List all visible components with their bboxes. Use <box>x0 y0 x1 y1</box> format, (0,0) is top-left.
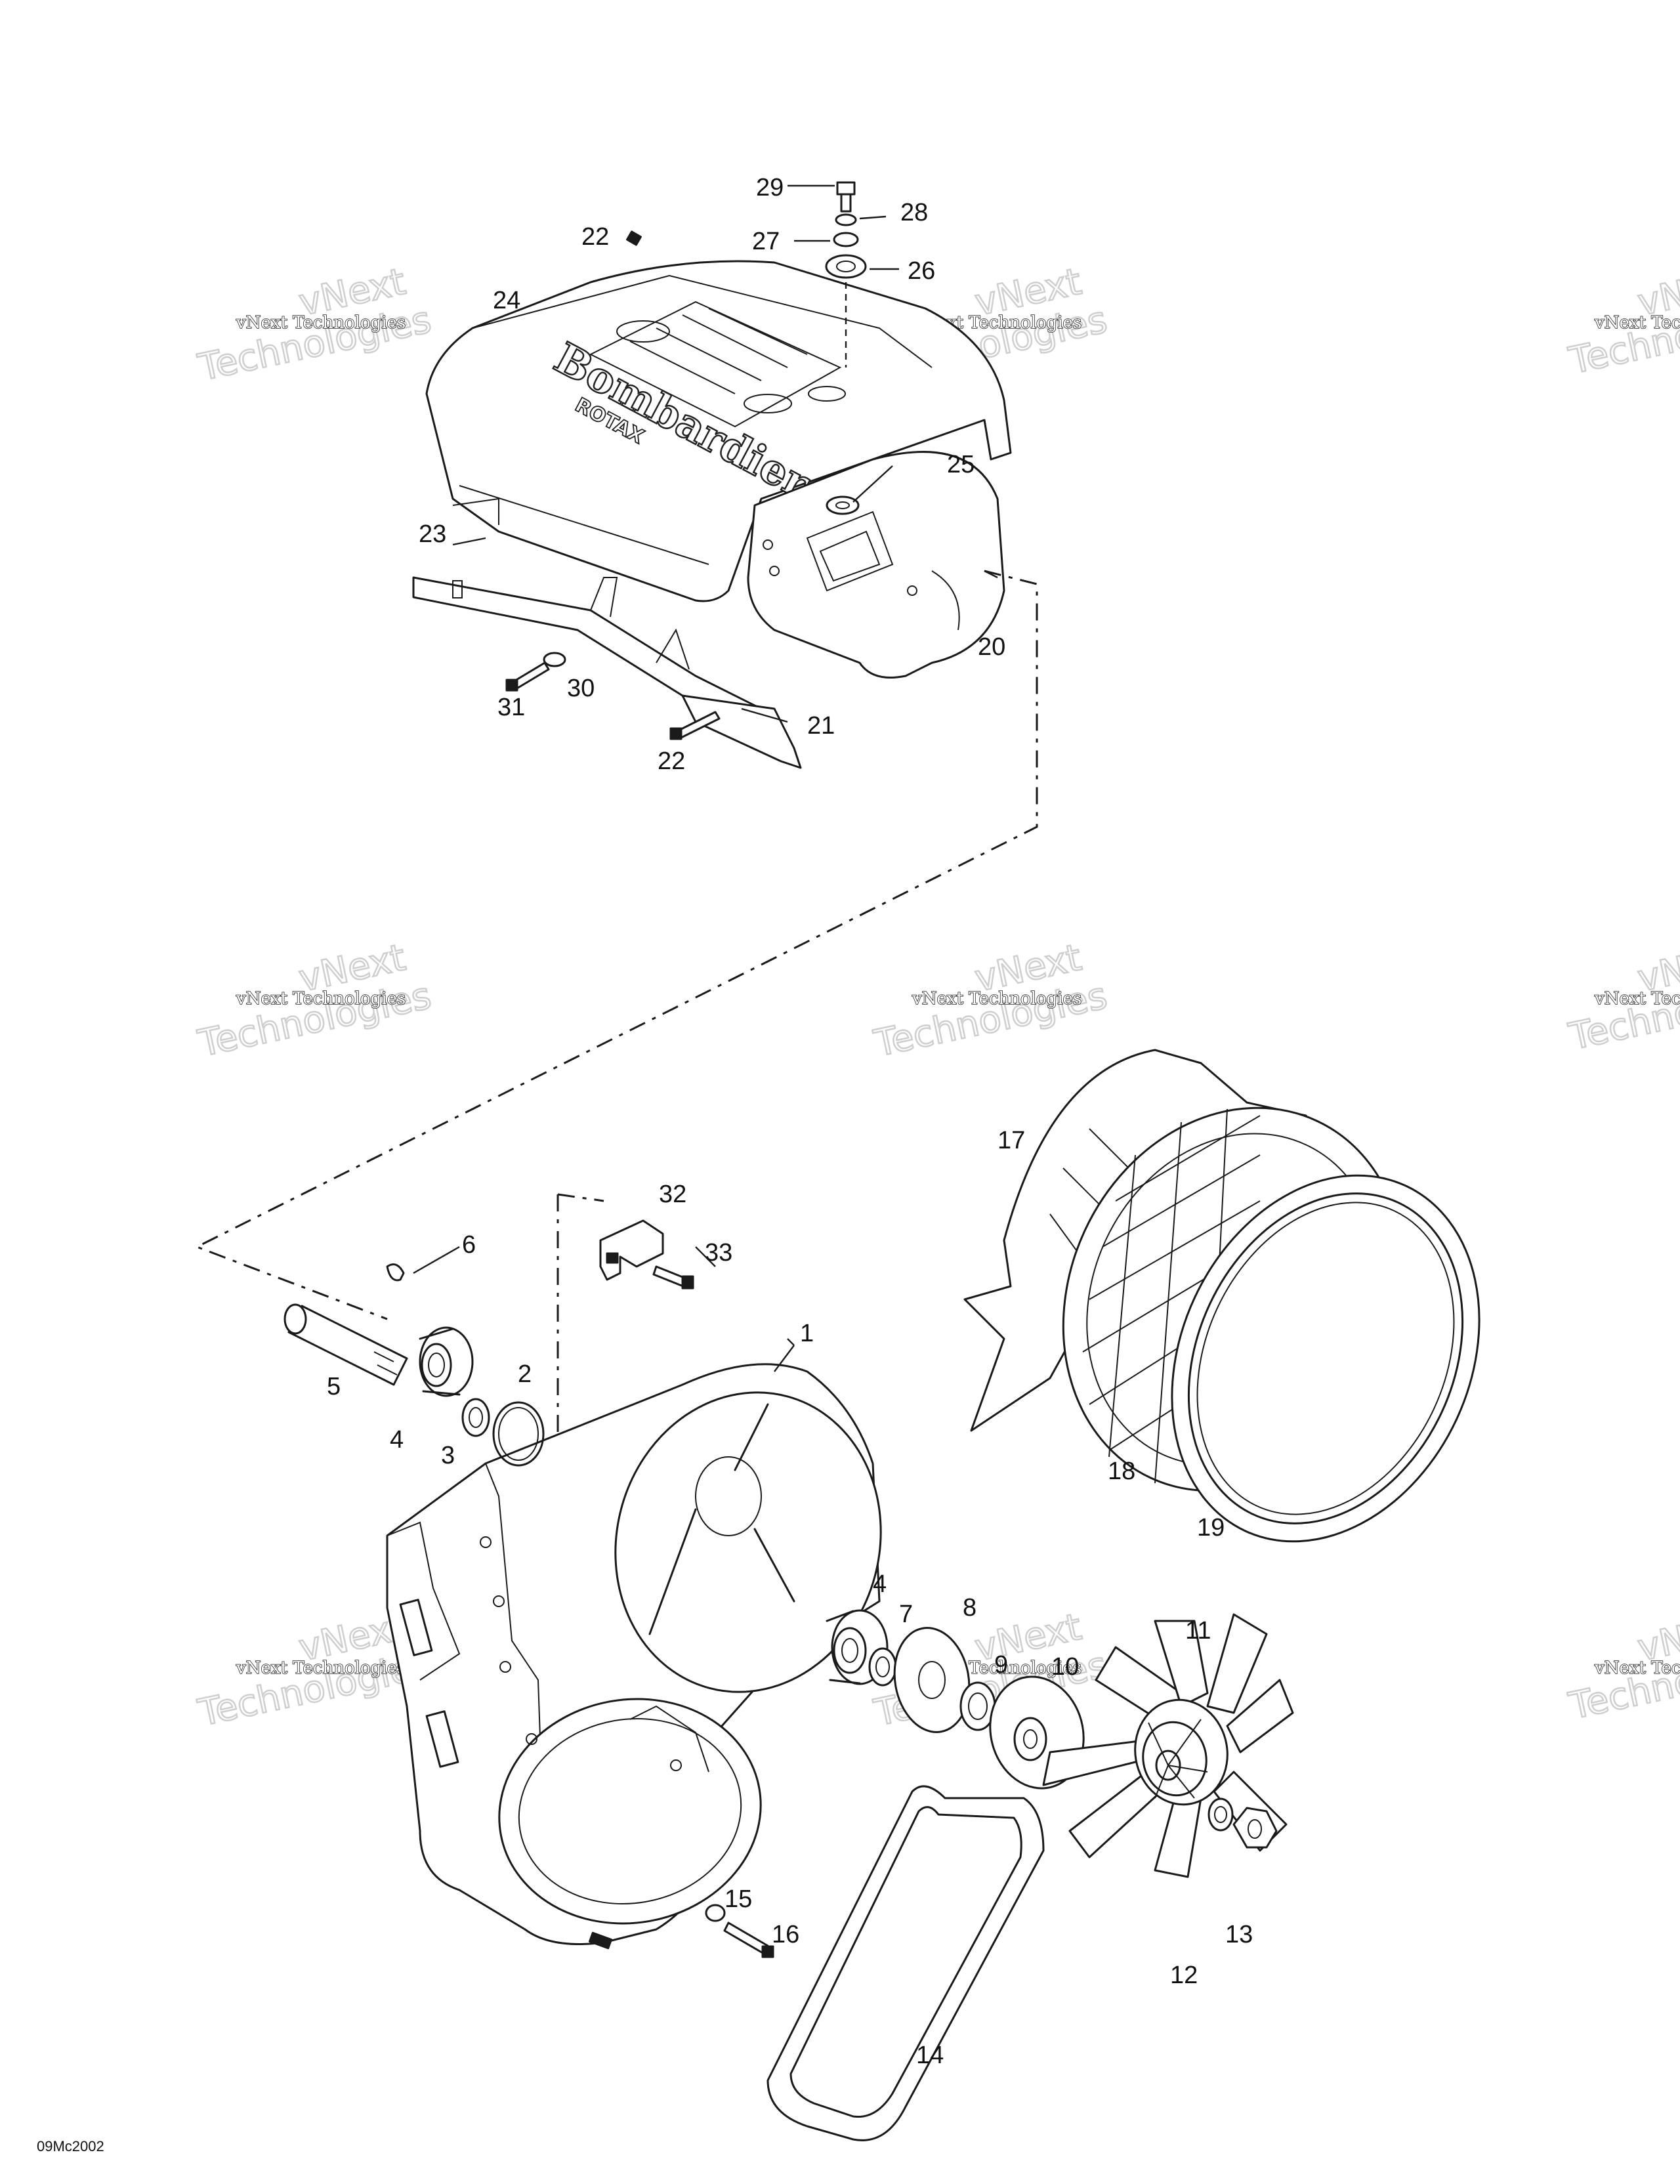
callout-20: 20 <box>978 633 1005 661</box>
callout-18: 18 <box>1108 1458 1135 1485</box>
engine-cowl-part-24 <box>425 260 1012 602</box>
callout-26: 26 <box>908 257 935 285</box>
callout-14: 14 <box>916 2042 944 2069</box>
watermark-small-text: vNext Technologies <box>1594 989 1680 1009</box>
callout-15: 15 <box>724 1885 752 1913</box>
callout-9: 9 <box>994 1651 1008 1679</box>
shaft-part-5 <box>284 1303 408 1386</box>
mounting-bracket-part-23 <box>412 576 802 769</box>
cowl-side-panel-part-20 <box>747 451 1005 679</box>
fan-housing-part-1 <box>386 1363 882 1950</box>
callout-11: 11 <box>1185 1617 1211 1645</box>
callout-8: 8 <box>963 1594 976 1622</box>
screw-part-16 <box>723 1922 774 1958</box>
callout-22-bottom: 22 <box>658 747 685 775</box>
screw-part-22-top <box>626 230 642 246</box>
drawing-code: 09Mc2002 <box>37 2138 104 2154</box>
callout-labels: 1 2 3 4 4 5 6 7 8 9 10 11 12 13 14 15 16… <box>327 174 1253 2069</box>
watermark-top-right: Technologies vNext vNext Technologies <box>1564 260 1680 384</box>
bolt-part-29 <box>836 181 856 213</box>
callout-31: 31 <box>497 694 525 721</box>
watermark-small-text: vNext Technologies <box>912 989 1082 1009</box>
watermark-mid-left: Technologies vNext vNext Technologies <box>194 936 436 1066</box>
seal-ring-part-19 <box>1171 1174 1480 1543</box>
screw-part-31 <box>505 662 550 692</box>
fan-part-11 <box>1042 1613 1294 1878</box>
bracket-part-32 <box>599 1219 664 1281</box>
nut-part-13 <box>1232 1807 1278 1849</box>
callout-28: 28 <box>900 199 928 226</box>
callout-33: 33 <box>705 1239 732 1267</box>
callout-4-lower: 4 <box>873 1570 887 1598</box>
leader-lines <box>413 184 998 1372</box>
callout-27: 27 <box>752 228 780 255</box>
spacer-part-7 <box>868 1647 897 1687</box>
callout-10: 10 <box>1051 1653 1079 1681</box>
callout-12: 12 <box>1170 1962 1198 1989</box>
lock-washer-part-12 <box>1208 1797 1234 1832</box>
screw-part-33 <box>652 1265 694 1290</box>
drive-belt-part-14 <box>766 1785 1045 2141</box>
watermark-mid-center: Technologies vNext vNext Technologies <box>870 936 1112 1066</box>
pulley-half-part-8 <box>893 1627 971 1733</box>
callout-3: 3 <box>441 1442 455 1469</box>
bearing-part-4-upper <box>419 1326 474 1397</box>
screw-part-22-bottom <box>669 711 721 740</box>
watermark-small-text: vNext Technologies <box>1594 313 1680 333</box>
callout-1: 1 <box>800 1320 814 1347</box>
lock-washer-part-28 <box>835 213 857 226</box>
spacer-part-3 <box>461 1398 490 1437</box>
key-part-6 <box>386 1263 405 1282</box>
callout-6: 6 <box>462 1231 476 1259</box>
callout-16: 16 <box>772 1921 799 1948</box>
callout-13: 13 <box>1225 1921 1253 1948</box>
callout-29: 29 <box>756 174 784 201</box>
watermark-bottom-right: Technologies vNext vNext Technologies <box>1564 1605 1680 1729</box>
callout-30: 30 <box>567 675 595 702</box>
callout-19: 19 <box>1197 1514 1225 1542</box>
watermark-small-text: vNext Technologies <box>1594 1658 1680 1678</box>
callout-7: 7 <box>899 1601 913 1628</box>
assembly-path-cowl-to-shaft <box>194 570 1038 1320</box>
grommet-part-25 <box>826 495 860 515</box>
callout-25: 25 <box>947 451 975 478</box>
washer-part-27 <box>833 232 859 247</box>
callout-17: 17 <box>998 1127 1025 1154</box>
watermark-top-left: Technologies vNext vNext Technologies <box>194 260 436 390</box>
watermark-small-text: vNext Technologies <box>236 989 406 1009</box>
watermark-small-text: vNext Technologies <box>236 1658 406 1678</box>
callout-23: 23 <box>419 520 446 548</box>
retaining-ring-part-2 <box>492 1401 545 1467</box>
washer-part-30 <box>543 652 566 667</box>
grommet-part-26 <box>825 254 867 279</box>
watermark-small-text: vNext Technologies <box>236 313 406 333</box>
callout-22-top: 22 <box>581 223 609 251</box>
watermark-mid-right: Technologies vNext vNext Technologies <box>1564 936 1680 1060</box>
callout-5: 5 <box>327 1373 341 1400</box>
callout-21: 21 <box>807 712 835 740</box>
callout-24: 24 <box>493 287 520 314</box>
callout-32: 32 <box>659 1181 686 1208</box>
callout-2: 2 <box>518 1360 532 1388</box>
callout-4-upper: 4 <box>390 1426 404 1454</box>
washer-part-15 <box>705 1904 726 1922</box>
